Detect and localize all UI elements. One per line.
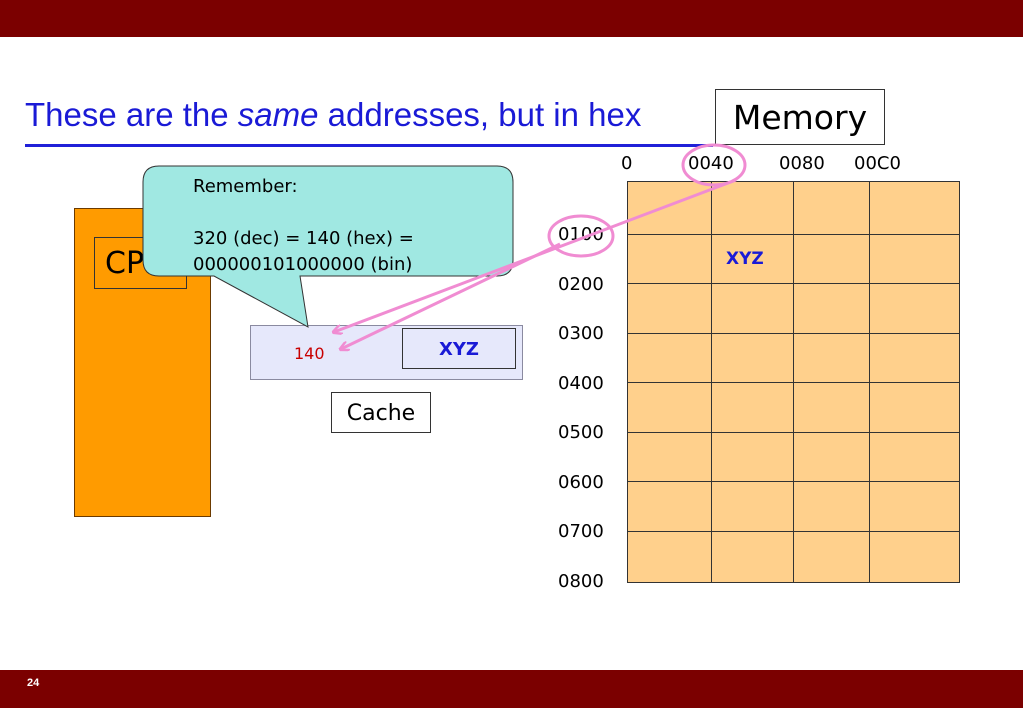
grid-row-line — [628, 481, 959, 482]
column-header: 0080 — [779, 153, 825, 174]
row-header: 0200 — [558, 274, 604, 295]
callout-line: 000000101000000 (bin) — [193, 254, 413, 275]
cache-data-cell: XYZ — [402, 328, 516, 369]
highlight-ellipse-column — [681, 143, 747, 187]
grid-row-line — [628, 234, 959, 235]
grid-row-line — [628, 333, 959, 334]
row-header: 0300 — [558, 323, 604, 344]
memory-cell-value: XYZ — [726, 249, 764, 269]
cache-line — [250, 325, 523, 380]
column-header: 0040 — [688, 153, 734, 174]
title-underline — [25, 144, 713, 147]
bottom-banner: 24 — [0, 670, 1023, 708]
row-header: 0100 — [558, 224, 604, 245]
grid-row-line — [628, 531, 959, 532]
cache-label: Cache — [331, 392, 431, 433]
row-header: 0600 — [558, 472, 604, 493]
callout-line: 320 (dec) = 140 (hex) = — [193, 228, 414, 249]
highlight-ellipse-row — [547, 214, 615, 258]
column-header: 0 — [621, 153, 633, 174]
top-banner — [0, 0, 1023, 37]
cache-tag: 140 — [294, 344, 325, 363]
title-emphasis: same — [237, 96, 319, 133]
row-header: 0800 — [558, 571, 604, 592]
callout-spacer — [193, 200, 414, 226]
title-suffix: addresses, but in hex — [318, 96, 642, 133]
callout-line: Remember: — [193, 176, 298, 197]
callout-text: Remember: 320 (dec) = 140 (hex) = 00000010… — [193, 174, 414, 278]
slide-number: 24 — [27, 677, 40, 689]
slide-title: These are the same addresses, but in hex — [25, 96, 641, 134]
row-header: 0500 — [558, 422, 604, 443]
arrow-from-row — [341, 242, 561, 349]
memory-grid — [627, 181, 960, 583]
row-header: 0400 — [558, 373, 604, 394]
row-header: 0700 — [558, 521, 604, 542]
column-header: 00C0 — [854, 153, 901, 174]
callout-bubble — [142, 165, 514, 328]
grid-row-line — [628, 432, 959, 433]
grid-row-line — [628, 283, 959, 284]
title-prefix: These are the — [25, 96, 238, 133]
grid-row-line — [628, 382, 959, 383]
memory-label: Memory — [715, 89, 885, 145]
